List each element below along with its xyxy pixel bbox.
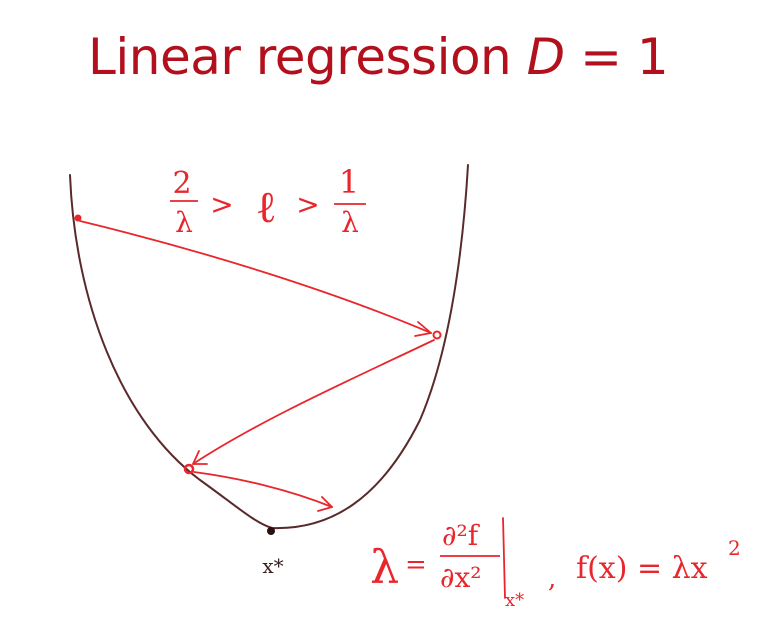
- step-arrow-1: [79, 220, 432, 337]
- minimum-point: [267, 527, 275, 535]
- title-text: Linear regression: [88, 28, 512, 86]
- step-arrow-3: [193, 471, 333, 512]
- iterate-point-2: [432, 330, 442, 340]
- minimum-label: x*: [262, 554, 283, 578]
- step-arrow-2: [192, 339, 435, 465]
- formula-denominator: ∂x²: [440, 561, 482, 594]
- title-variable: D: [526, 28, 566, 86]
- title-equals-one: = 1: [580, 28, 669, 86]
- loss-curve: [69, 164, 469, 530]
- formula-comma: ,: [548, 564, 556, 594]
- cond-gt-2: >: [296, 188, 319, 221]
- cond-num-left: 2: [172, 166, 191, 201]
- cond-eta: ℓ: [255, 182, 276, 233]
- formula-function: f(x) = λx: [576, 551, 708, 586]
- formula-equals: =: [405, 550, 427, 580]
- formula-exponent: 2: [728, 536, 741, 560]
- cond-num-right: 1: [339, 163, 359, 201]
- step-condition: 2 λ > ℓ > 1 λ: [170, 163, 366, 239]
- iterate-point-3: [183, 463, 195, 475]
- formula-evaluated-at: x*: [505, 590, 524, 611]
- slide-title: Linear regression D = 1: [88, 28, 669, 86]
- iterate-point-1: [74, 214, 82, 222]
- cond-den-left: λ: [175, 206, 193, 239]
- cond-den-right: λ: [341, 206, 359, 239]
- cond-gt-1: >: [210, 188, 233, 221]
- formula-numerator: ∂²f: [442, 519, 481, 552]
- curvature-formula: λ = ∂²f ∂x² x* , f(x) = λx 2: [370, 517, 741, 611]
- formula-lambda: λ: [370, 540, 399, 594]
